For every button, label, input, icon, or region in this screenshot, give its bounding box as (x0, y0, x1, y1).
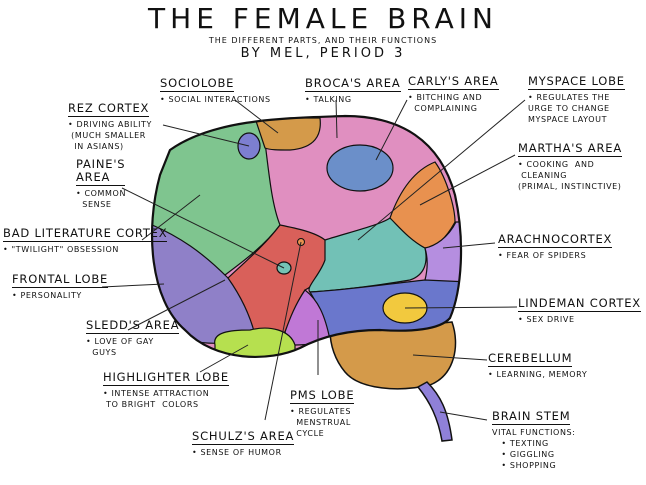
label-rez-cortex: REZ CORTEX • DRIVING ABILITY (MUCH SMALL… (68, 101, 153, 151)
leader-lines (101, 99, 526, 421)
region-brain-stem (416, 381, 453, 442)
label-schulzs-area: SCHULZ'S AREA • SENSE OF HUMOR (192, 429, 295, 457)
label-arachnocortex: ARACHNOCORTEX • FEAR OF SPIDERS (498, 232, 613, 260)
page-subtitle: THE DIFFERENT PARTS, AND THEIR FUNCTIONS (208, 36, 438, 45)
label-sleds-area: SLEDD'S AREA • LOVE OF GAY GUYS (86, 318, 180, 357)
label-paines-area: PAINE'S AREA • COMMON SENSE (76, 157, 127, 209)
label-brain-stem: BRAIN STEM VITAL FUNCTIONS: • TEXTING • … (492, 409, 576, 470)
brain-outline (150, 114, 463, 359)
region-pms-lobe (284, 289, 331, 346)
label-cerebellum: CEREBELLUM • LEARNING, MEMORY (488, 351, 588, 379)
label-bad-literature-cortex: BAD LITERATURE CORTEX • "TWILIGHT" OBSES… (3, 226, 168, 254)
region-marthas-area (389, 161, 456, 249)
byline: BY MEL, PERIOD 3 (240, 46, 406, 61)
region-sociolobe (254, 117, 321, 151)
label-frontal-lobe: FRONTAL LOBE • PERSONALITY (12, 272, 109, 300)
label-lindeman-cortex: LINDEMAN CORTEX • SEX DRIVE (518, 296, 641, 324)
label-marthas-area: MARTHA'S AREA • COOKING AND CLEANING (PR… (518, 141, 622, 191)
label-carlys-area: CARLY'S AREA • BITCHING AND COMPLAINING (408, 74, 499, 113)
label-pms-lobe: PMS LOBE • REGULATES MENSTRUAL CYCLE (290, 388, 355, 438)
label-highlighter-lobe: HIGHLIGHTER LOBE • INTENSE ATTRACTION TO… (103, 370, 229, 409)
label-sociolobe: SOCIOLOBE • SOCIAL INTERACTIONS (160, 76, 271, 104)
region-carlys-area (326, 144, 394, 192)
label-myspace-lobe: MYSPACE LOBE • REGULATES THE URGE TO CHA… (528, 74, 625, 124)
label-brocas-area: BROCA'S AREA • TALKING (305, 76, 401, 104)
region-myspace-lobe (308, 217, 427, 293)
page-title: THE FEMALE BRAIN (148, 2, 498, 35)
